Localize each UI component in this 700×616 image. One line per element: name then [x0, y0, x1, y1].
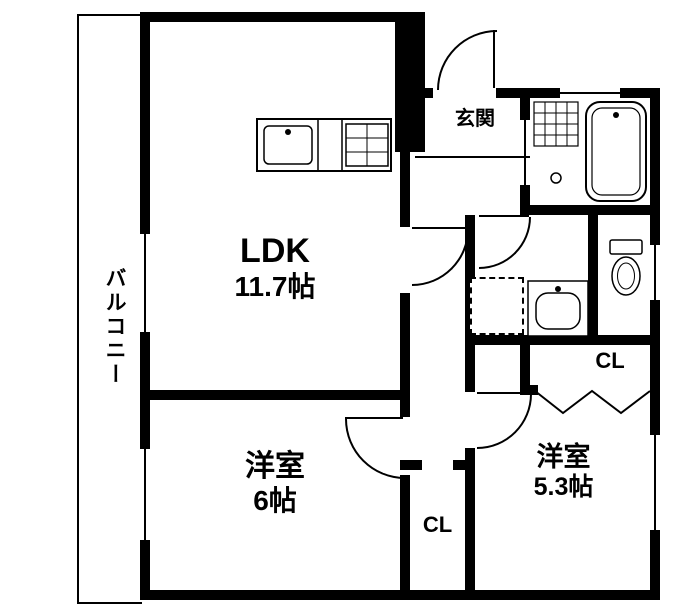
- ldk-door-arc: [412, 229, 469, 286]
- ldk-name: LDK: [240, 232, 310, 270]
- bedroom-west-name: 洋室: [245, 450, 305, 483]
- wall: [650, 528, 660, 600]
- closet-east-label: CL: [595, 348, 625, 373]
- entrance-step-line: [415, 156, 530, 158]
- wall: [496, 88, 530, 98]
- wall: [140, 390, 410, 400]
- wall: [140, 590, 660, 600]
- wall: [400, 152, 410, 227]
- wall: [453, 460, 475, 470]
- kitchen-counter-icon: [256, 118, 392, 172]
- window: [140, 232, 150, 334]
- balcony-outline: [77, 14, 142, 604]
- bedroom-west-size: 6帖: [253, 484, 297, 516]
- window: [558, 88, 622, 98]
- bathtub-icon: [533, 101, 647, 202]
- wall: [530, 88, 558, 98]
- bedroom-west-door-leaf: [345, 417, 403, 419]
- wall: [465, 448, 475, 590]
- wall: [520, 183, 530, 205]
- wall: [400, 293, 410, 417]
- front-door-arc: [437, 30, 497, 90]
- window: [650, 433, 660, 532]
- window: [650, 243, 660, 302]
- wall: [140, 538, 150, 600]
- wall: [400, 475, 410, 590]
- wall: [140, 12, 150, 232]
- toilet-icon: [609, 239, 643, 296]
- balcony-label: バルコニー: [103, 267, 126, 387]
- wall: [650, 298, 660, 433]
- wall: [520, 98, 530, 118]
- wall: [650, 88, 660, 243]
- wall: [425, 88, 433, 98]
- washbasin-icon: [527, 280, 589, 337]
- bedroom-east-label: 洋室 5.3帖: [477, 442, 650, 502]
- bedroom-east-door-leaf: [477, 392, 530, 394]
- wall: [475, 335, 660, 345]
- washroom-door-leaf: [479, 215, 529, 217]
- front-door-leaf: [493, 30, 495, 88]
- wall: [588, 215, 598, 337]
- wall: [140, 12, 425, 22]
- wall: [520, 345, 530, 390]
- wall: [140, 330, 150, 447]
- bedroom-east-size: 5.3帖: [533, 473, 594, 502]
- wall: [395, 12, 425, 152]
- ldk-door-leaf: [412, 227, 467, 229]
- washroom-door-arc: [479, 217, 531, 269]
- sliding-door: [520, 118, 530, 187]
- bedroom-east-door-arc: [477, 394, 532, 449]
- wall: [520, 205, 660, 215]
- window: [140, 447, 150, 542]
- bedroom-east-name: 洋室: [536, 442, 591, 472]
- ldk-label: LDK 11.7帖: [150, 232, 400, 303]
- closet-center-label: CL: [422, 512, 453, 537]
- ldk-size: 11.7帖: [234, 271, 316, 303]
- wall: [618, 88, 660, 98]
- washing-machine-pan-icon: [470, 277, 524, 335]
- entrance-label: 玄関: [455, 108, 495, 130]
- folding-door-icon: [534, 389, 651, 415]
- wall: [520, 385, 538, 395]
- wall: [400, 460, 422, 470]
- bedroom-west-label: 洋室 6帖: [150, 450, 400, 517]
